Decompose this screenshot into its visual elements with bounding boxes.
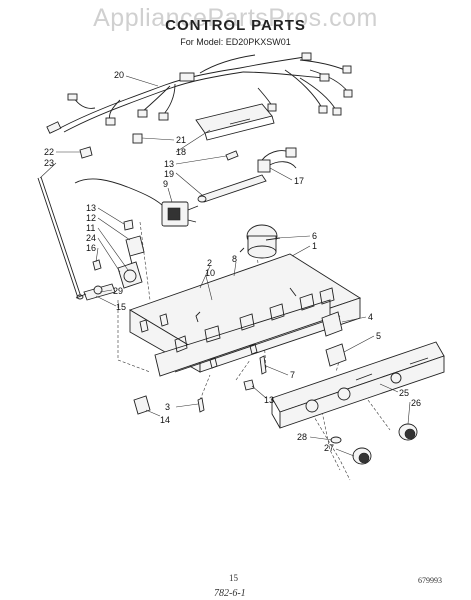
callout-13-bottom: 13	[264, 395, 274, 405]
callout-25: 25	[399, 388, 409, 398]
thermostat-9	[74, 178, 199, 227]
callout-17: 17	[294, 176, 304, 186]
knob-27	[352, 447, 372, 465]
callout-24: 24	[86, 233, 96, 243]
callout-10: 10	[205, 268, 215, 278]
callout-18: 18	[176, 147, 186, 157]
switch-4	[321, 311, 343, 337]
knob-26	[398, 423, 418, 441]
callout-20: 20	[114, 70, 124, 80]
callout-16: 16	[86, 243, 96, 253]
callout-29: 29	[113, 286, 123, 296]
callout-5: 5	[376, 331, 381, 341]
callout-2: 2	[207, 258, 212, 268]
screw-13-top	[225, 150, 239, 161]
callout-11: 11	[86, 223, 95, 233]
switch-5	[325, 343, 347, 367]
console-panel-25	[271, 341, 445, 429]
screw-7	[259, 355, 267, 375]
clip-22	[79, 146, 93, 159]
callout-28: 28	[297, 432, 307, 442]
control-housing	[128, 253, 362, 377]
callout-9: 9	[163, 179, 168, 189]
screw-13-bottom	[243, 379, 255, 391]
cover-18	[195, 103, 273, 134]
callout-4: 4	[368, 312, 373, 322]
callout-21: 21	[176, 135, 186, 145]
left-control-cluster	[75, 219, 145, 301]
rod-23	[37, 176, 82, 299]
callout-8: 8	[232, 254, 237, 264]
rod-19	[199, 174, 267, 203]
timer-6	[239, 224, 281, 259]
callout-13-left: 13	[86, 203, 96, 213]
model-subtitle: For Model: ED20PKXSW01	[180, 37, 291, 47]
page-number: 15	[229, 573, 238, 583]
callout-1: 1	[312, 241, 317, 251]
diagram-title: CONTROL PARTS	[165, 17, 306, 34]
callout-3: 3	[165, 402, 170, 412]
handwritten-note: 782-6-1	[214, 588, 246, 599]
callout-7: 7	[290, 370, 295, 380]
callout-14: 14	[160, 415, 170, 425]
callout-19: 19	[164, 169, 174, 179]
callout-22: 22	[44, 147, 54, 157]
document-number: 679993	[418, 576, 442, 585]
callout-26: 26	[411, 398, 421, 408]
callout-27: 27	[324, 443, 334, 453]
clip-21	[132, 133, 143, 144]
callout-23: 23	[44, 158, 54, 168]
screw-3	[197, 397, 205, 413]
callout-12: 12	[86, 213, 96, 223]
clip-14	[133, 395, 151, 415]
callout-13-top: 13	[164, 159, 174, 169]
callout-labels: 20 21 18 13 19 17 9 22 23 13 12 11 24 16…	[44, 70, 421, 453]
wiring-harness	[46, 52, 353, 134]
callout-6: 6	[312, 231, 317, 241]
sensor-17	[257, 147, 297, 173]
callout-15: 15	[116, 302, 126, 312]
